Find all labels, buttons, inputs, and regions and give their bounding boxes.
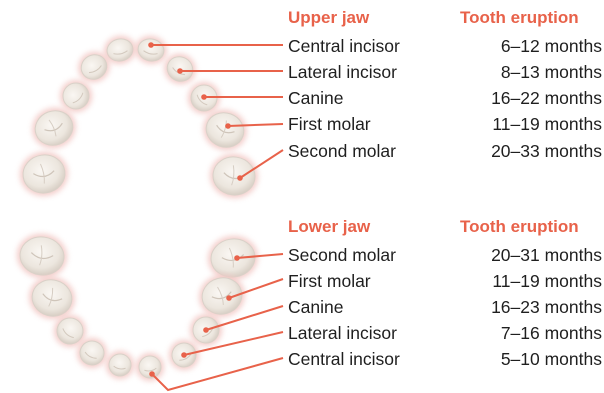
lower-tooth-name: Canine xyxy=(288,294,343,320)
upper-tooth-name: Second molar xyxy=(288,138,396,164)
lower-jaw-heading: Lower jaw xyxy=(288,214,370,240)
molar-tooth xyxy=(14,231,70,282)
leader-dot xyxy=(203,327,209,333)
molar-tooth xyxy=(205,233,261,284)
upper-eruption-heading: Tooth eruption xyxy=(460,5,579,31)
incisor-tooth xyxy=(134,351,166,383)
leader-dot xyxy=(234,255,240,261)
incisor-tooth xyxy=(132,33,169,67)
leader-dot xyxy=(149,371,155,377)
upper-tooth-eruption: 20–33 months xyxy=(491,138,602,164)
leader-dot xyxy=(201,94,207,100)
lower-tooth-eruption: 7–16 months xyxy=(501,320,602,346)
upper-tooth-eruption: 16–22 months xyxy=(491,85,602,111)
upper-jaw-teeth xyxy=(17,33,261,201)
leader-dot xyxy=(225,123,231,129)
upper-tooth-name: Central incisor xyxy=(288,33,400,59)
lower-tooth-eruption: 16–23 months xyxy=(491,294,602,320)
lower-tooth-name: Central incisor xyxy=(288,346,400,372)
upper-tooth-eruption: 6–12 months xyxy=(501,33,602,59)
molar-tooth xyxy=(207,151,261,201)
lower-tooth-eruption: 11–19 months xyxy=(492,268,602,294)
lower-tooth-eruption: 5–10 months xyxy=(501,346,602,372)
incisor-tooth xyxy=(104,349,136,381)
leader-dot xyxy=(181,352,187,358)
leader-dot xyxy=(148,42,154,48)
lower-tooth-eruption: 20–31 months xyxy=(491,242,602,268)
lower-eruption-heading: Tooth eruption xyxy=(460,214,579,240)
upper-tooth-eruption: 11–19 months xyxy=(492,111,602,137)
leader-dot xyxy=(177,68,183,74)
lower-tooth-name: Second molar xyxy=(288,242,396,268)
upper-tooth-name: Canine xyxy=(288,85,343,111)
leader-dot xyxy=(237,175,243,181)
upper-jaw-heading: Upper jaw xyxy=(288,5,369,31)
lower-jaw-teeth xyxy=(14,231,261,383)
molar-tooth xyxy=(17,149,71,199)
lower-tooth-name: Lateral incisor xyxy=(288,320,397,346)
upper-tooth-name: First molar xyxy=(288,111,371,137)
upper-tooth-eruption: 8–13 months xyxy=(501,59,602,85)
upper-tooth-name: Lateral incisor xyxy=(288,59,397,85)
lower-tooth-name: First molar xyxy=(288,268,371,294)
leader-dot xyxy=(226,295,232,301)
